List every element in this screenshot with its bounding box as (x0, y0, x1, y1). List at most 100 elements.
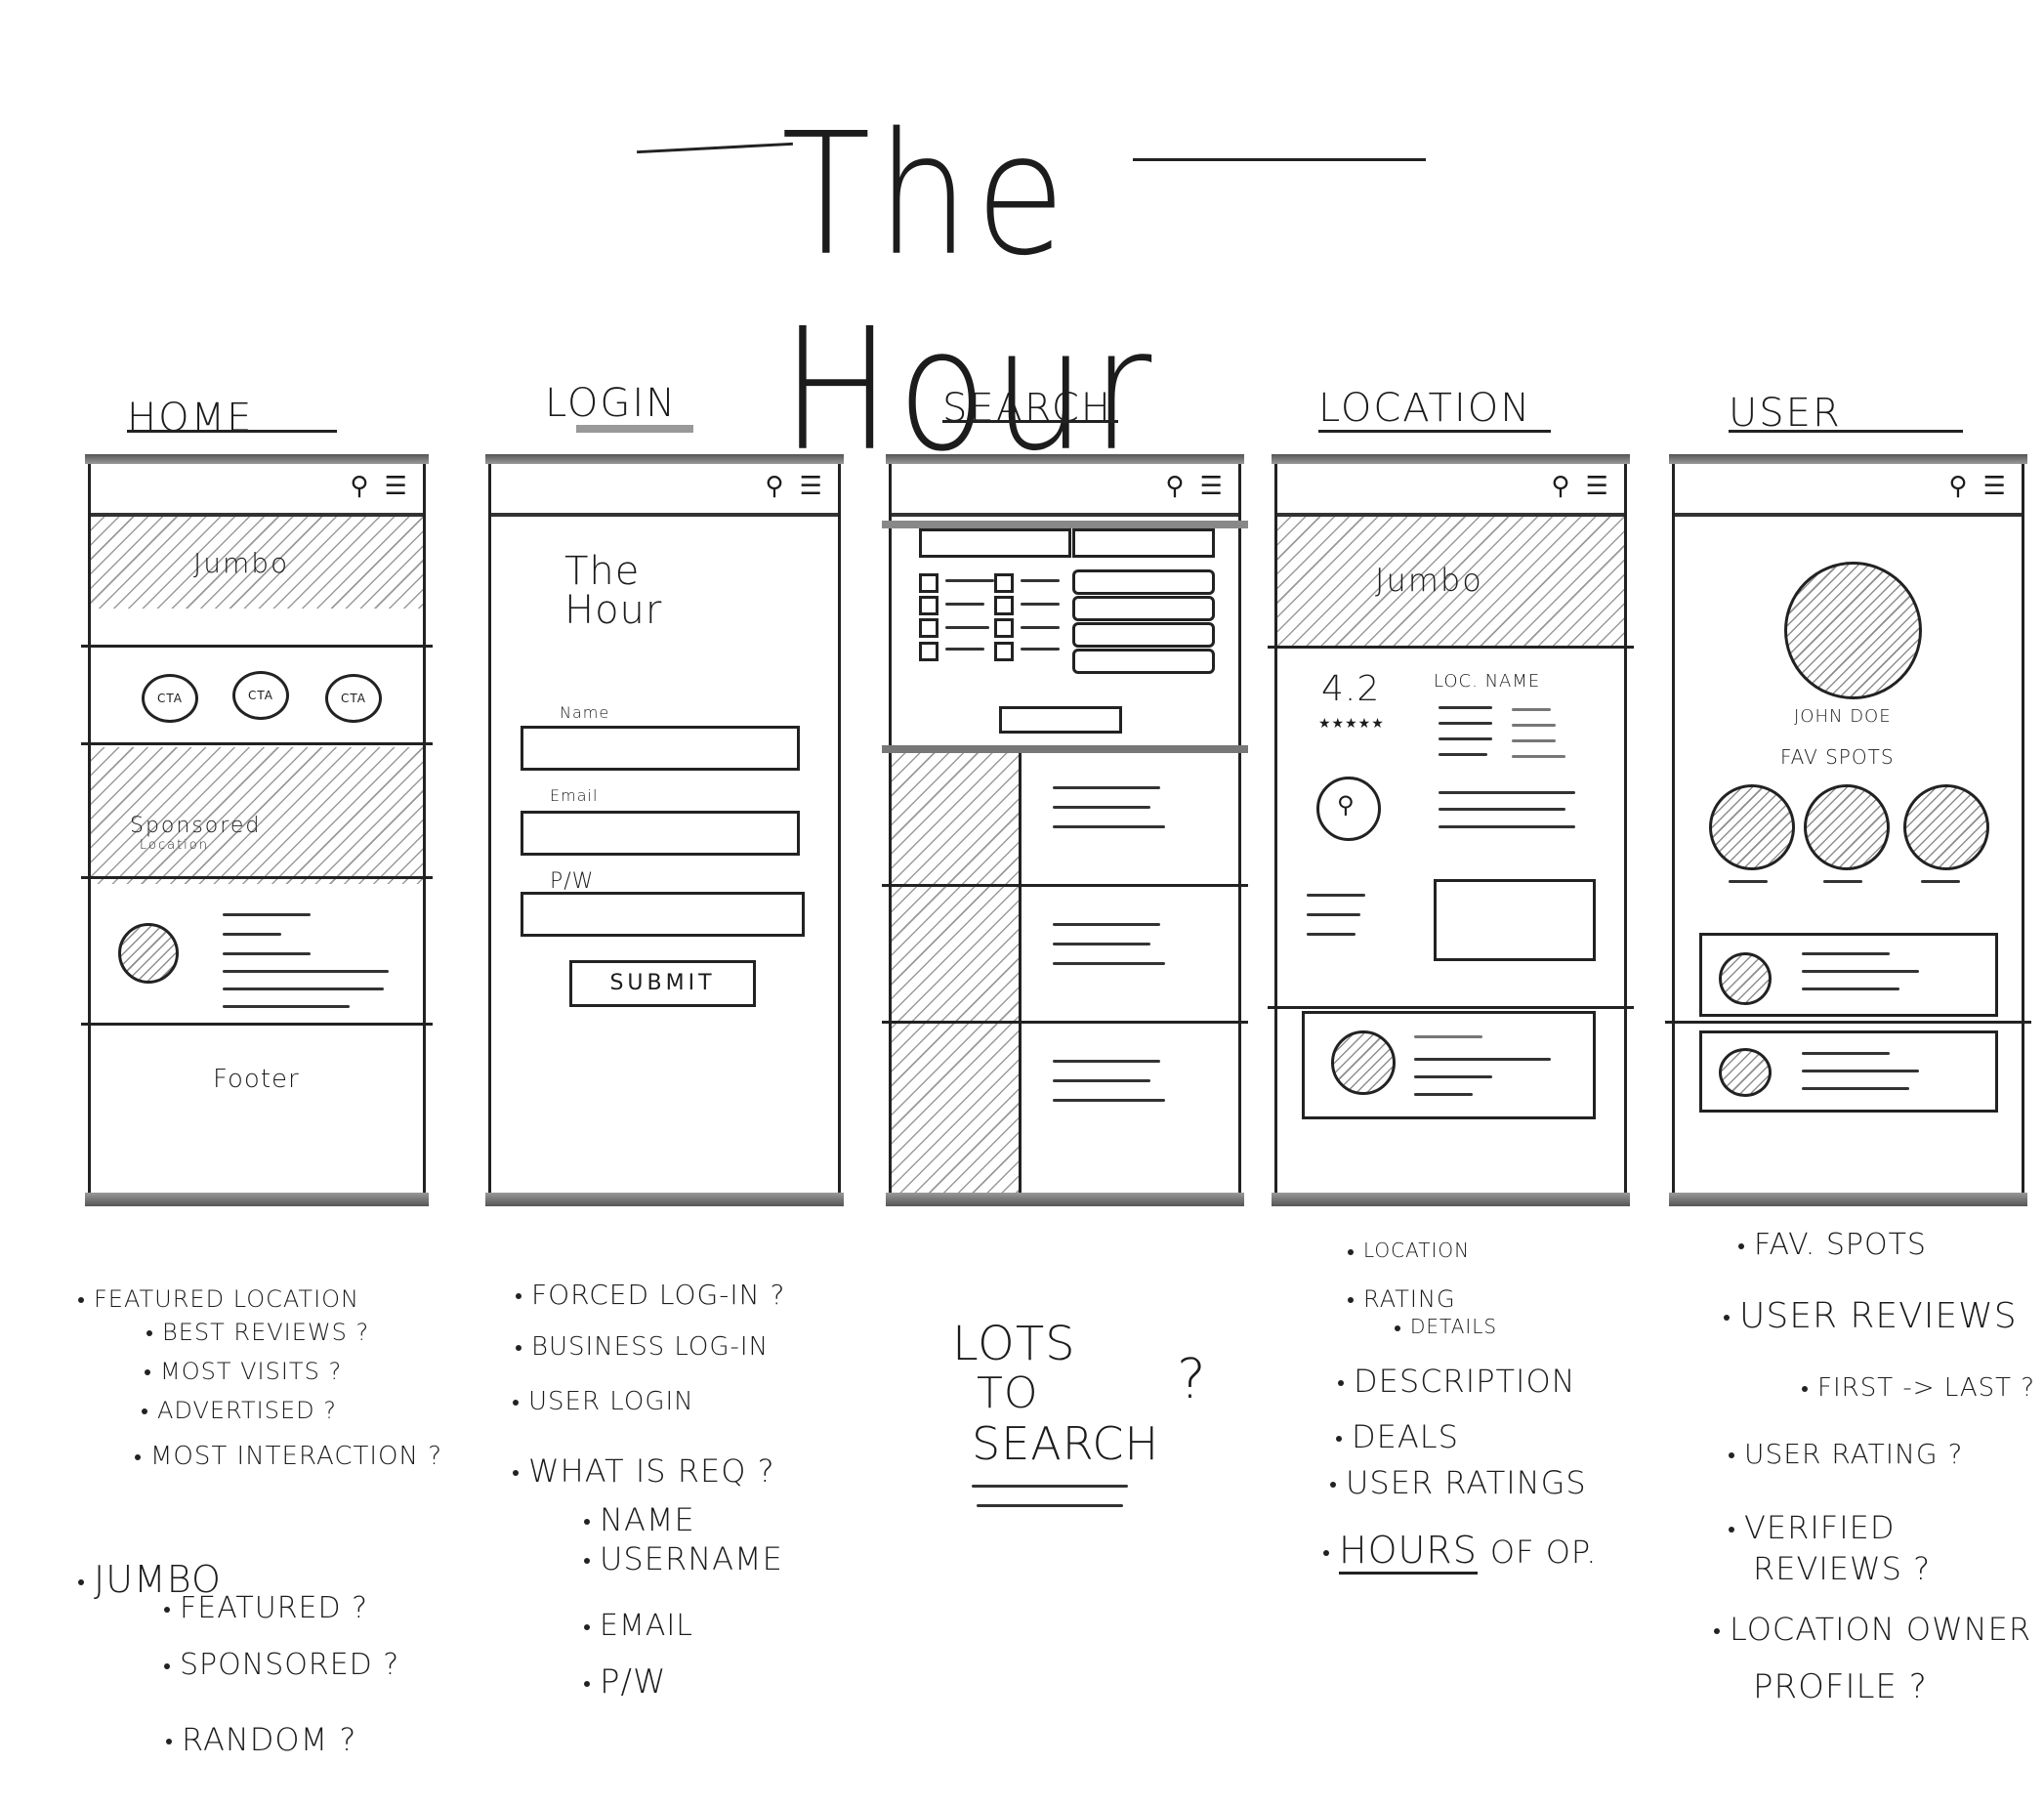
note-text: Location (1363, 1239, 1471, 1262)
note-text: Most Visits ? (160, 1358, 343, 1385)
note-item: User Reviews (1724, 1299, 2018, 1334)
note-sub-item: Email (584, 1612, 693, 1641)
text-line (1053, 923, 1160, 926)
bullet (135, 1453, 141, 1460)
filter-pill (1072, 569, 1215, 595)
user-name: John Doe (1794, 706, 1892, 727)
text-line (1053, 962, 1165, 965)
location-screen-label: Location (1318, 386, 1532, 431)
text-line (1439, 737, 1492, 740)
note-item: Verified (1729, 1512, 1895, 1543)
login-submit-button: Submit (569, 960, 756, 1007)
location-nav-bar: ⚲ ☰ (1277, 464, 1624, 517)
location-bottom-bar (1272, 1193, 1630, 1206)
text-line (1053, 1079, 1150, 1082)
bullet (166, 1739, 172, 1744)
home-sponsored-block (91, 747, 423, 884)
note-item: Description (1338, 1366, 1576, 1397)
login-email-label: Email (550, 786, 599, 805)
text-line (1414, 1058, 1551, 1061)
note-item: User Ratings (1330, 1467, 1587, 1498)
login-pw-field (521, 892, 805, 937)
text-line (1512, 724, 1556, 727)
search-divider-3 (882, 1021, 1248, 1024)
bullet (1330, 1482, 1336, 1488)
note-item: Most Visits ? (145, 1360, 342, 1383)
note-item: Advertised ? (142, 1399, 337, 1422)
user-nav-bar: ⚲ ☰ (1675, 464, 2022, 517)
location-divider-2 (1268, 1006, 1634, 1009)
location-rating-stars: ★★★★★ (1318, 716, 1385, 732)
search-field-1 (919, 528, 1071, 558)
search-nav-bar: ⚲ ☰ (892, 464, 1238, 517)
text-line (1512, 755, 1565, 758)
home-sponsored-sub-label: Location (140, 838, 209, 853)
location-label-underline (1318, 430, 1551, 433)
bullet (1348, 1248, 1354, 1255)
note-item: Sponsored ? (164, 1651, 399, 1680)
location-name-label: Loc. Name (1434, 671, 1541, 692)
note-item: User Rating ? (1729, 1441, 1963, 1468)
home-jumbo-label: Jumbo (193, 547, 290, 579)
bullet (1724, 1315, 1730, 1321)
search-screen-label: Search (942, 386, 1112, 431)
text-line (1414, 1093, 1473, 1096)
note-text: Email (600, 1609, 693, 1643)
search-bottom-bar (886, 1193, 1244, 1206)
title-rule-right (1133, 158, 1426, 161)
user-avatar (1784, 562, 1922, 699)
note-item-cont: Reviews ? (1753, 1550, 1932, 1587)
filter-checkbox (919, 596, 939, 615)
search-divider-1 (882, 745, 1248, 753)
note-item: Location (1348, 1240, 1470, 1260)
note-text: Details (1410, 1315, 1498, 1338)
user-screen-label: User (1729, 391, 1842, 436)
filter-pill (1072, 622, 1215, 648)
search-top-bar (886, 454, 1244, 464)
note-text: Jumbo (94, 1558, 222, 1601)
note-text: Username (600, 1540, 783, 1577)
search-menu-icons: ⚲ ☰ (1165, 472, 1227, 501)
search-shade (882, 521, 1248, 528)
text-line (945, 603, 984, 606)
note-text: Rating (1363, 1285, 1456, 1313)
home-cta-3: CTA (325, 674, 382, 723)
note-text: User Login (528, 1387, 694, 1416)
note-text: User Reviews (1739, 1296, 2018, 1336)
bullet (1323, 1549, 1329, 1556)
location-deals-box (1434, 879, 1596, 961)
filter-checkbox (919, 642, 939, 661)
note-text: Advertised ? (157, 1397, 337, 1424)
note-text: Best Reviews ? (162, 1319, 370, 1346)
note-text: of Op. (1489, 1534, 1598, 1571)
text-line (945, 626, 989, 629)
text-line (1802, 1052, 1890, 1055)
bullet (1395, 1324, 1400, 1331)
note-item: Best Reviews ? (146, 1321, 369, 1344)
user-fav-spots-label: Fav Spots (1780, 745, 1895, 769)
user-label-underline (1729, 430, 1963, 433)
login-name-label: Name (560, 703, 610, 722)
search-label-underline (942, 420, 1118, 423)
text-line (945, 579, 994, 582)
title-block: The Hour (625, 59, 1445, 488)
bullet (1738, 1242, 1744, 1249)
search-result-divider (1019, 753, 1022, 1193)
text-line (1802, 1087, 1909, 1090)
fav-spot-thumb (1903, 784, 1989, 870)
filter-pill (1072, 596, 1215, 621)
note-text: Verified (1744, 1509, 1896, 1546)
bullet (1729, 1527, 1734, 1533)
fav-spot-thumb (1709, 784, 1795, 870)
bullet (516, 1344, 521, 1351)
search-wireframe: ⚲ ☰ (882, 454, 1248, 1206)
note-text: Forced Log-in ? (531, 1279, 786, 1311)
login-name-field (521, 726, 800, 771)
text-line (223, 970, 389, 973)
note-text: User Ratings (1346, 1464, 1587, 1501)
note-text: Description (1354, 1363, 1576, 1400)
note-item: Featured ? (164, 1594, 368, 1623)
text-line (1307, 913, 1360, 916)
bullet (1338, 1380, 1344, 1386)
